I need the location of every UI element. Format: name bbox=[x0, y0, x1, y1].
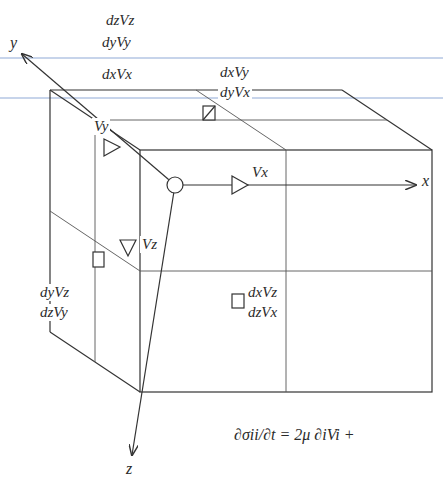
ruled-line bbox=[0, 58, 443, 59]
axes bbox=[22, 54, 416, 455]
velocity-derivative: dzVx bbox=[246, 304, 279, 321]
velocity-derivative: dyVz bbox=[38, 284, 71, 301]
grid-symbols bbox=[93, 106, 248, 308]
velocity-symbol: Vz bbox=[140, 236, 159, 253]
velocity-symbol: Vx bbox=[250, 164, 270, 181]
velocity-derivative: dzVy bbox=[38, 304, 70, 321]
velocity-derivative: dzVz bbox=[104, 12, 136, 29]
cube-edges bbox=[50, 90, 432, 392]
velocity-derivative: dyVx bbox=[218, 84, 252, 101]
velocity-derivative: dxVz bbox=[246, 284, 279, 301]
axis-label: x bbox=[420, 172, 431, 190]
axis-label: y bbox=[8, 34, 19, 52]
velocity-derivative: dxVx bbox=[100, 66, 134, 83]
axis-label: z bbox=[124, 460, 134, 478]
equation-text: ∂σii/∂t = 2μ ∂iVi + bbox=[232, 426, 357, 444]
velocity-derivative: dxVy bbox=[218, 64, 251, 81]
mid-lines bbox=[50, 90, 432, 392]
velocity-derivative: dyVy bbox=[100, 34, 133, 51]
velocity-symbol: Vy bbox=[92, 118, 110, 135]
